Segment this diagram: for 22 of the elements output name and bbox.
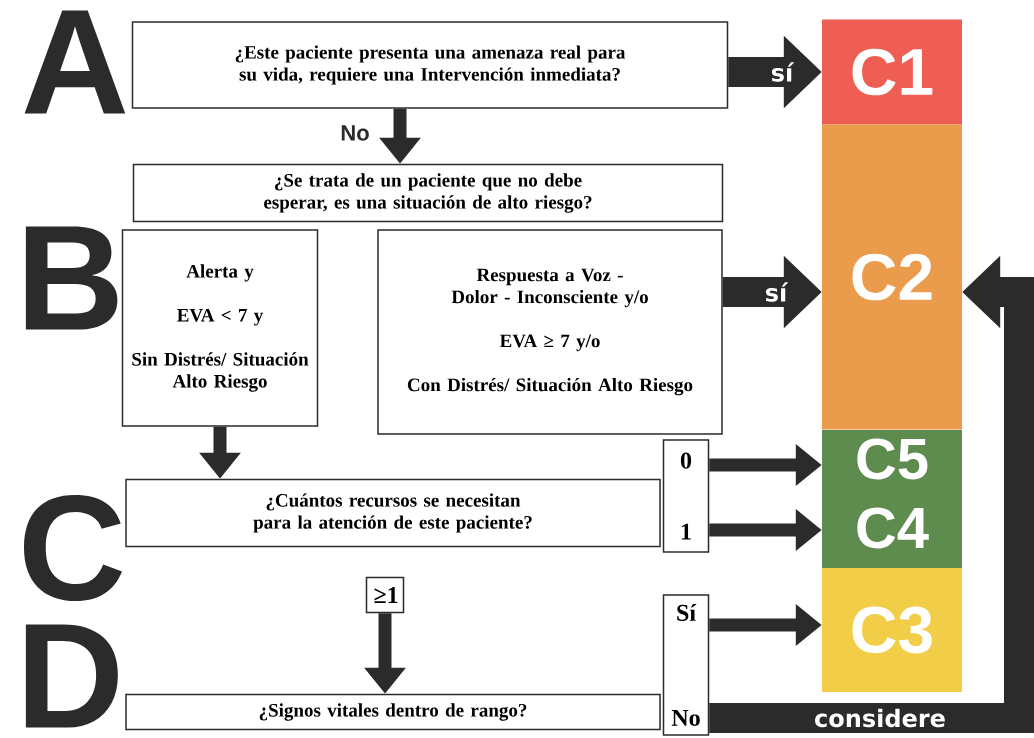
node-label: C4: [857, 507, 929, 549]
triage-level-bar: C2: [822, 124, 962, 430]
answer-box: 0 1: [662, 439, 710, 553]
triage-level-bar: C3: [822, 568, 962, 692]
section-letter: B: [25, 226, 118, 330]
answer-box: Sí No: [662, 594, 710, 736]
question-box: ¿Este paciente presenta una amenaza real para su vida, requiere una Intervención inmediata?: [131, 21, 729, 109]
node-label: C5: [857, 438, 928, 480]
section-letter: D: [25, 624, 118, 728]
triage-level-bar: C5: [822, 430, 962, 488]
section-letter: C: [24, 494, 123, 602]
question-box: Respuesta a Voz - Dolor - Inconsciente y/o EVA ≥ 7 y/o Con Distrés/ Situación Alto Riesgo: [377, 229, 723, 435]
section-letter: A: [24, 10, 126, 114]
edge-label: sí: [763, 281, 789, 303]
triage-level-bar: C4: [822, 488, 962, 568]
edge-label: considere: [813, 707, 947, 729]
question-box: Alerta y EVA < 7 y Sin Distrés/ Situación Alto Riesgo: [121, 229, 319, 427]
edge-label: sí: [769, 61, 795, 83]
answer-box: ≥1: [365, 576, 405, 614]
question-box: ¿Se trata de un paciente que no debe esperar, es una situación de alto riesgo?: [132, 163, 724, 223]
edge-label: No: [338, 123, 372, 143]
triage-level-bar: C1: [822, 19, 962, 125]
